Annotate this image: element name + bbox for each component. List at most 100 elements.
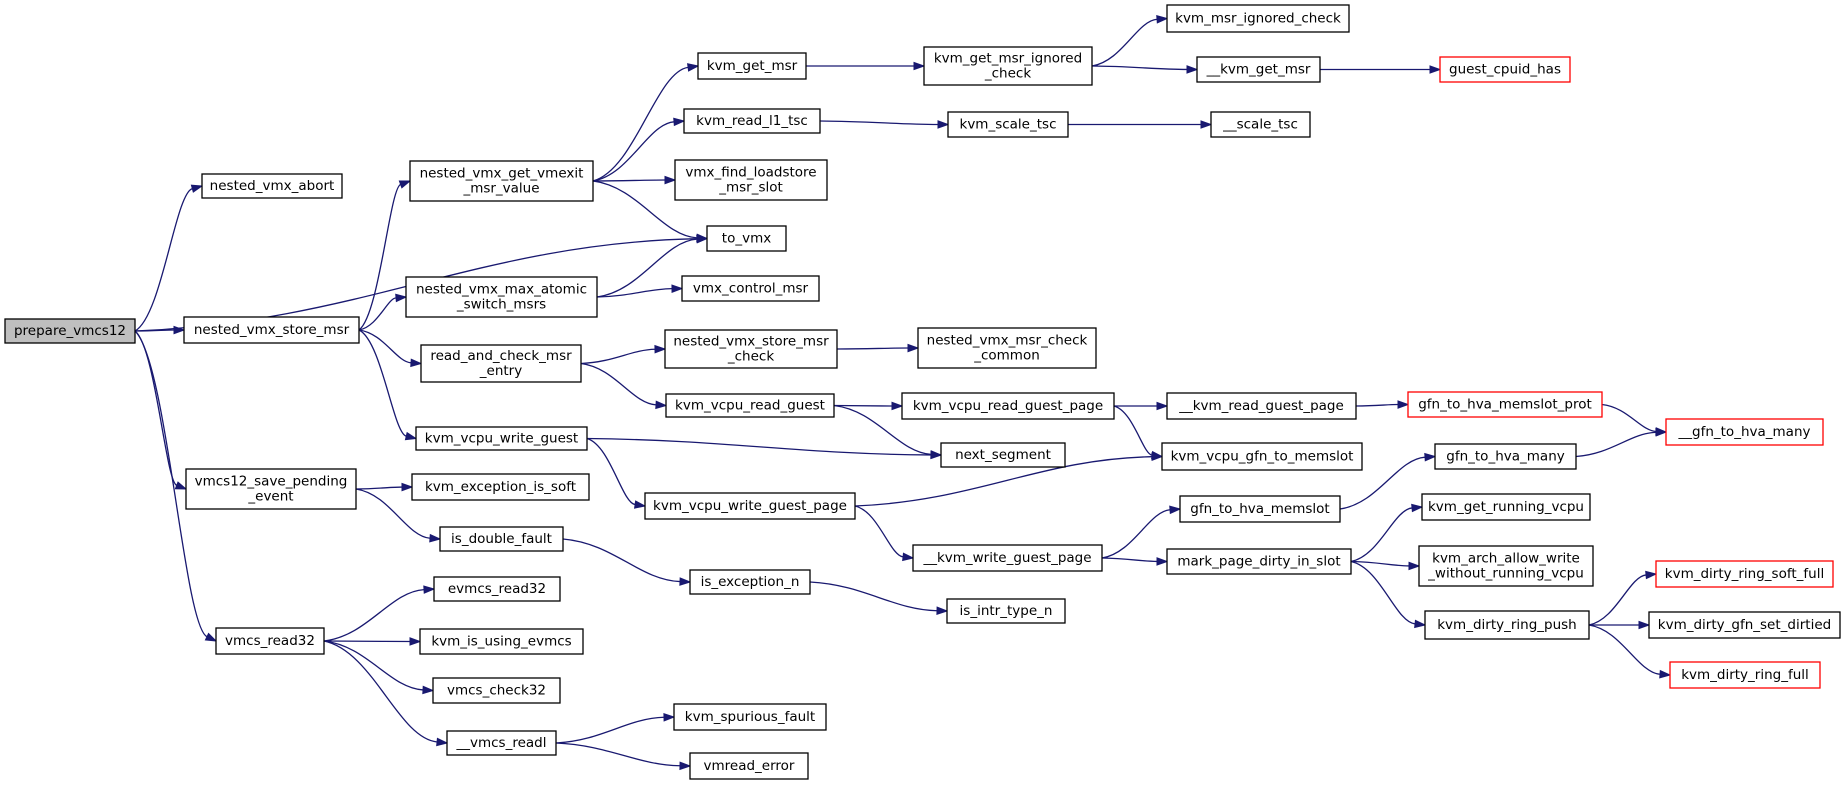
edge-prepare_vmcs12-to-vmcs_read32 [134,330,218,642]
edge-kvm_get_msr-to-kvm_get_msr_ignored_check [806,61,926,71]
edge-nested_vmx_store_msr-to-kvm_vcpu_write_guest [358,329,418,441]
node-vmcs12-save-pending-event[interactable]: vmcs12_save_pending_event [185,468,357,510]
edge-__kvm_read_guest_page-to-gfn_to_hva_memslot_prot [1355,400,1410,409]
node-nested-vmx-store-msr[interactable]: nested_vmx_store_msr [183,316,360,344]
node-gfn-to-hva-many[interactable]: gfn_to_hva_many [1434,443,1577,470]
edge-read_and_check_msr_entry-to-kvm_vcpu_read_guest [580,362,668,410]
node-vmcs-check32[interactable]: vmcs_check32 [432,677,561,704]
edge-read_and_check_msr_entry-to-nested_vmx_store_msr_check [580,344,667,365]
node-label: next_segment [955,447,1051,463]
node-kvm-vcpu-write-guest[interactable]: kvm_vcpu_write_guest [415,426,588,451]
node-kvm-vcpu-read-guest-page[interactable]: kvm_vcpu_read_guest_page [901,392,1115,420]
node---scale-tsc[interactable]: __scale_tsc [1210,111,1311,138]
node-kvm-dirty-ring-soft-full[interactable]: kvm_dirty_ring_soft_full [1655,560,1834,588]
node-label: vmcs_check32 [447,683,546,699]
node-label: nested_vmx_abort [210,178,335,194]
edge-__kvm_get_msr-to-guest_cpuid_has [1320,65,1442,74]
node-nested-vmx-abort[interactable]: nested_vmx_abort [201,173,343,199]
node---kvm-read-guest-page[interactable]: __kvm_read_guest_page [1166,392,1357,420]
node-kvm-dirty-ring-full[interactable]: kvm_dirty_ring_full [1669,661,1821,689]
edge-vmcs_read32-to-kvm_is_using_evmcs [323,637,422,646]
node-label: gfn_to_hva_memslot_prot [1418,397,1592,413]
node-vmread-error[interactable]: vmread_error [689,752,809,780]
node-kvm-spurious-fault[interactable]: kvm_spurious_fault [673,703,827,731]
node-kvm-vcpu-read-guest[interactable]: kvm_vcpu_read_guest [665,393,835,418]
node-label: gfn_to_hva_many [1446,449,1564,465]
node-nested-vmx-max-atomic-switch-msrs[interactable]: nested_vmx_max_atomic_switch_msrs [405,276,598,318]
node-kvm-get-running-vcpu[interactable]: kvm_get_running_vcpu [1421,493,1591,521]
edge-__kvm_write_guest_page-to-gfn_to_hva_memslot [1101,505,1182,559]
node-vmx-find-loadstore-msr-slot[interactable]: vmx_find_loadstore_msr_slot [674,159,828,201]
node-label: evmcs_read32 [448,581,546,597]
node-label: kvm_vcpu_read_guest [675,398,825,414]
node-kvm-dirty-ring-push[interactable]: kvm_dirty_ring_push [1424,610,1590,640]
node-next-segment[interactable]: next_segment [940,442,1066,468]
node-vmx-control-msr[interactable]: vmx_control_msr [681,275,820,302]
node-label: kvm_get_msr [707,58,798,74]
edge-mark_page_dirty_in_slot-to-kvm_get_running_vcpu [1350,503,1424,563]
node-label: kvm_arch_allow_write [1432,551,1580,567]
node-label: kvm_is_using_evmcs [431,634,571,650]
node-kvm-get-msr-ignored-check[interactable]: kvm_get_msr_ignored_check [923,46,1093,86]
node-kvm-vcpu-gfn-to-memslot[interactable]: kvm_vcpu_gfn_to_memslot [1161,442,1363,471]
node-label: __vmcs_readl [456,735,547,751]
node-label: guest_cpuid_has [1449,62,1561,78]
node-label: __kvm_get_msr [1206,62,1311,78]
edge-kvm_vcpu_write_guest-to-kvm_vcpu_write_guest_page [586,437,647,509]
node-is-double-fault[interactable]: is_double_fault [439,526,564,552]
node-kvm-exception-is-soft[interactable]: kvm_exception_is_soft [411,473,590,501]
node-kvm-scale-tsc[interactable]: kvm_scale_tsc [947,111,1069,138]
node-label: prepare_vmcs12 [14,323,126,339]
node-label: is_intr_type_n [960,603,1053,619]
node-mark-page-dirty-in-slot[interactable]: mark_page_dirty_in_slot [1166,548,1352,575]
node-is-intr-type-n[interactable]: is_intr_type_n [946,598,1066,624]
edge-kvm_scale_tsc-to-__scale_tsc [1068,120,1213,129]
node-kvm-dirty-gfn-set-dirtied[interactable]: kvm_dirty_gfn_set_dirtied [1648,611,1841,639]
edge-prepare_vmcs12-to-nested_vmx_store_msr [134,325,186,335]
edge-nested_vmx_get_vmexit_msr_value-to-vmx_find_loadstore_msr_slot [592,175,677,185]
node---kvm-write-guest-page[interactable]: __kvm_write_guest_page [912,544,1103,572]
node-kvm-vcpu-write-guest-page[interactable]: kvm_vcpu_write_guest_page [644,492,856,520]
edge-__kvm_write_guest_page-to-mark_page_dirty_in_slot [1101,557,1169,566]
node-kvm-msr-ignored-check[interactable]: kvm_msr_ignored_check [1166,4,1350,33]
node-kvm-is-using-evmcs[interactable]: kvm_is_using_evmcs [419,628,584,655]
node-nested-vmx-store-msr-check[interactable]: nested_vmx_store_msr_check [664,329,838,369]
edge-vmcs12_save_pending_event-to-is_double_fault [355,488,442,543]
node-label: gfn_to_hva_memslot [1190,501,1329,517]
edge-kvm_dirty_ring_push-to-kvm_dirty_ring_full [1588,624,1672,679]
edge-nested_vmx_max_atomic_switch_msrs-to-to_vmx [596,234,709,298]
node-kvm-read-l1-tsc[interactable]: kvm_read_l1_tsc [683,108,821,134]
edge-gfn_to_hva_many-to-__gfn_to_hva_many [1575,428,1668,458]
node-kvm-arch-allow-write-without-running-vcpu[interactable]: kvm_arch_allow_write_without_running_vcp… [1418,545,1594,587]
node-gfn-to-hva-memslot-prot[interactable]: gfn_to_hva_memslot_prot [1407,391,1603,418]
node-label: _msr_value [462,181,539,197]
node-vmcs-read32[interactable]: vmcs_read32 [215,627,325,655]
node-gfn-to-hva-memslot[interactable]: gfn_to_hva_memslot [1179,495,1341,523]
edge-mark_page_dirty_in_slot-to-kvm_dirty_ring_push [1350,560,1427,629]
node---kvm-get-msr[interactable]: __kvm_get_msr [1196,56,1321,83]
node-nested-vmx-msr-check-common[interactable]: nested_vmx_msr_check_common [917,327,1097,369]
edge-nested_vmx_store_msr-to-read_and_check_msr_entry [358,329,423,368]
node-label: __scale_tsc [1222,117,1298,133]
node-label: nested_vmx_get_vmexit [420,166,584,182]
node-to-vmx[interactable]: to_vmx [706,225,787,252]
node-guest-cpuid-has[interactable]: guest_cpuid_has [1439,56,1571,83]
node-is-exception-n[interactable]: is_exception_n [689,569,811,595]
node---gfn-to-hva-many[interactable]: __gfn_to_hva_many [1665,418,1824,446]
edge-nested_vmx_store_msr-to-nested_vmx_max_atomic_switch_msrs [358,293,408,331]
node-read-and-check-msr-entry[interactable]: read_and_check_msr_entry [420,344,582,383]
node-label: kvm_vcpu_gfn_to_memslot [1171,449,1354,465]
node-label: __kvm_write_guest_page [922,550,1091,566]
node-label: nested_vmx_msr_check [927,333,1088,349]
node---vmcs-readl[interactable]: __vmcs_readl [446,730,557,756]
node-label: kvm_get_msr_ignored [934,51,1082,67]
node-label: read_and_check_msr [430,348,572,364]
node-kvm-get-msr[interactable]: kvm_get_msr [697,52,807,80]
node-prepare-vmcs12[interactable]: prepare_vmcs12 [4,318,136,344]
node-nested-vmx-get-vmexit-msr-value[interactable]: nested_vmx_get_vmexit_msr_value [409,160,594,202]
node-label: nested_vmx_store_msr [194,322,350,338]
node-label: vmx_control_msr [693,281,809,297]
edge-nested_vmx_max_atomic_switch_msrs-to-vmx_control_msr [596,284,684,298]
node-evmcs-read32[interactable]: evmcs_read32 [433,576,561,602]
